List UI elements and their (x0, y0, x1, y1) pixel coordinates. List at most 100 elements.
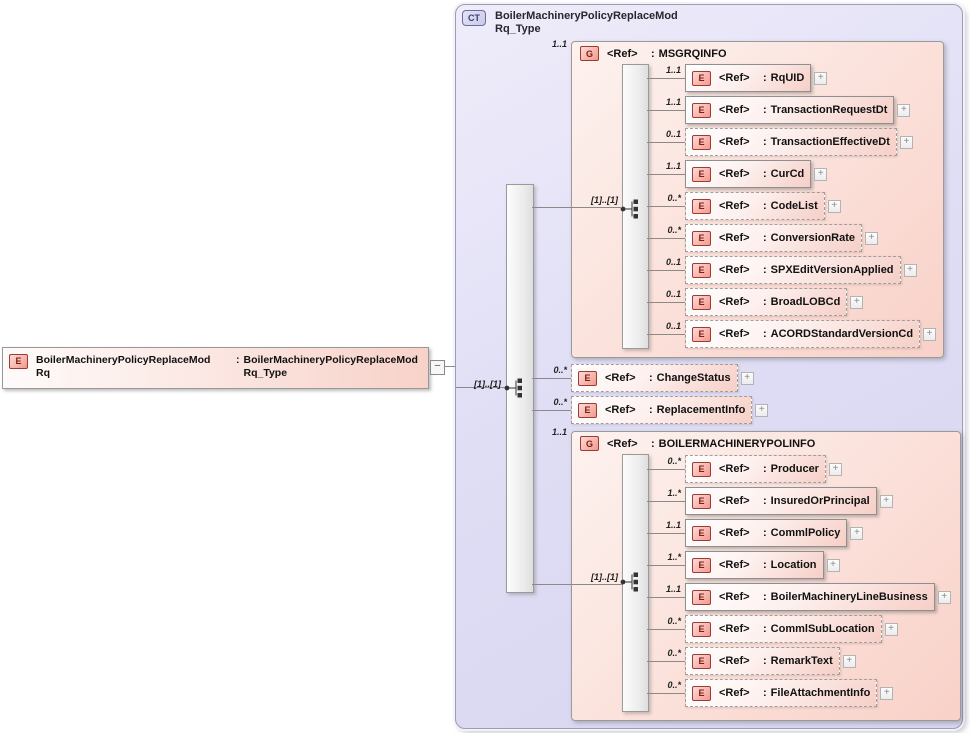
ref-label: <Ref> (719, 264, 750, 276)
element-row: 1..1 E<Ref>:CurCd + (647, 160, 828, 188)
element-name: BroadLOBCd (770, 296, 841, 308)
sequence-icon (620, 199, 638, 219)
element-badge: E (692, 685, 711, 701)
element-box-acordstandardversioncd[interactable]: E<Ref>:ACORDStandardVersionCd (685, 320, 921, 348)
expand-handle[interactable]: + (740, 371, 754, 385)
group-name: BOILERMACHINERYPOLINFO (658, 437, 816, 450)
ref-label: <Ref> (719, 463, 750, 475)
element-badge: E (692, 262, 711, 278)
element-box-location[interactable]: E<Ref>:Location (685, 551, 824, 579)
cardinality-label: 1..1 (665, 96, 681, 107)
element-box-producer[interactable]: E<Ref>:Producer (685, 455, 826, 483)
element-name: SPXEditVersionApplied (770, 264, 894, 276)
expand-handle[interactable]: + (827, 199, 841, 213)
connector-line (443, 366, 455, 367)
element-box-remarktext[interactable]: E<Ref>:RemarkText (685, 647, 840, 675)
element-badge: E (692, 294, 711, 310)
element-box-codelist[interactable]: E<Ref>:CodeList (685, 192, 825, 220)
expand-handle[interactable]: + (899, 135, 913, 149)
cardinality-label: 0..* (667, 647, 681, 658)
ref-label: <Ref> (605, 404, 636, 416)
element-box-transactionrequestdt[interactable]: E<Ref>:TransactionRequestDt (685, 96, 895, 124)
expand-handle[interactable]: + (755, 403, 769, 417)
element-badge: E (692, 493, 711, 509)
connector-line (532, 207, 622, 208)
expand-handle[interactable]: + (828, 462, 842, 476)
cardinality-label: 0..* (667, 224, 681, 235)
element-box-spxeditversionapplied[interactable]: E<Ref>:SPXEditVersionApplied (685, 256, 901, 284)
ref-label: <Ref> (607, 47, 638, 60)
element-box-transactioneffectivedt[interactable]: E<Ref>:TransactionEffectiveDt (685, 128, 897, 156)
expand-handle[interactable]: + (842, 654, 856, 668)
element-badge: E (692, 198, 711, 214)
element-box-insuredorprincipal[interactable]: E<Ref>:InsuredOrPrincipal (685, 487, 877, 515)
element-box-replacementinfo[interactable]: E <Ref> : ReplacementInfo (571, 396, 753, 424)
element-name: CurCd (770, 168, 805, 180)
element-badge: E (692, 621, 711, 637)
cardinality-label: 1..1 (665, 583, 681, 594)
connector-line (532, 584, 622, 585)
element-row: 0..* E<Ref>:ConversionRate + (647, 224, 879, 252)
element-row: 1..1 E<Ref>:RqUID + (647, 64, 828, 92)
element-box-changestatus[interactable]: E <Ref> : ChangeStatus (571, 364, 738, 392)
expand-handle[interactable]: + (884, 622, 898, 636)
element-name: ChangeStatus (656, 372, 731, 384)
expand-handle[interactable]: + (850, 526, 864, 540)
element-name: CommlPolicy (770, 527, 841, 539)
group-msgrqinfo: G <Ref> : MSGRQINFO 1..1 E<Ref>:RqUID + … (571, 41, 944, 358)
complex-type-badge: CT (462, 10, 486, 26)
ref-label: <Ref> (719, 527, 750, 539)
cardinality-label: 0..1 (665, 128, 681, 139)
group-header[interactable]: G <Ref> : BOILERMACHINERYPOLINFO (572, 432, 960, 451)
collapse-handle[interactable]: − (430, 360, 445, 375)
cardinality-label: 1..1 (551, 427, 567, 437)
element-badge: E (692, 134, 711, 150)
cardinality-label: 1..1 (665, 160, 681, 171)
expand-handle[interactable]: + (880, 686, 894, 700)
element-box-rquid[interactable]: E<Ref>:RqUID (685, 64, 812, 92)
element-name: RqUID (770, 72, 805, 84)
expand-handle[interactable]: + (903, 263, 917, 277)
ref-label: <Ref> (607, 437, 638, 450)
expand-handle[interactable]: + (865, 231, 879, 245)
cardinality-label: 1..1 (665, 519, 681, 530)
expand-handle[interactable]: + (937, 590, 951, 604)
expand-handle[interactable]: + (850, 295, 864, 309)
expand-handle[interactable]: + (826, 558, 840, 572)
element-row: 0..* E<Ref>:CodeList + (647, 192, 841, 220)
expand-handle[interactable]: + (814, 71, 828, 85)
element-box-broadlobcd[interactable]: E<Ref>:BroadLOBCd (685, 288, 848, 316)
ref-label: <Ref> (719, 591, 750, 603)
occurrence-label: [1]..[1] (591, 195, 618, 205)
element-box-curcd[interactable]: E<Ref>:CurCd (685, 160, 812, 188)
element-box-boilermachinerylinebusiness[interactable]: E<Ref>:BoilerMachineryLineBusiness (685, 583, 935, 611)
ref-label: <Ref> (719, 559, 750, 571)
element-box-commlsublocation[interactable]: E<Ref>:CommlSubLocation (685, 615, 882, 643)
ref-label: <Ref> (719, 655, 750, 667)
element-box-commlpolicy[interactable]: E<Ref>:CommlPolicy (685, 519, 848, 547)
element-badge: E (692, 102, 711, 118)
element-name: Producer (770, 463, 819, 475)
expand-handle[interactable]: + (923, 327, 937, 341)
expand-handle[interactable]: + (814, 167, 828, 181)
expand-handle[interactable]: + (897, 103, 911, 117)
occurrence-label: [1]..[1] (474, 379, 501, 389)
group-boilermachinerypolinfo: G <Ref> : BOILERMACHINERYPOLINFO 0..* E<… (571, 431, 961, 721)
cardinality-label: 0..* (667, 615, 681, 626)
group-header[interactable]: G <Ref> : MSGRQINFO (572, 42, 943, 61)
group-badge: G (580, 46, 599, 61)
element-badge: E (692, 557, 711, 573)
ref-label: <Ref> (719, 200, 750, 212)
element-row: 1..1 E<Ref>:CommlPolicy + (647, 519, 864, 547)
element-box-fileattachmentinfo[interactable]: E<Ref>:FileAttachmentInfo (685, 679, 878, 707)
element-row: 1..1 E<Ref>:TransactionRequestDt + (647, 96, 911, 124)
element-row: 0..1 E<Ref>:BroadLOBCd + (647, 288, 864, 316)
element-row: 0..* E<Ref>:RemarkText + (647, 647, 856, 675)
cardinality-label: 0..1 (665, 288, 681, 299)
expand-handle[interactable]: + (879, 494, 893, 508)
element-box-conversionrate[interactable]: E<Ref>:ConversionRate (685, 224, 863, 252)
